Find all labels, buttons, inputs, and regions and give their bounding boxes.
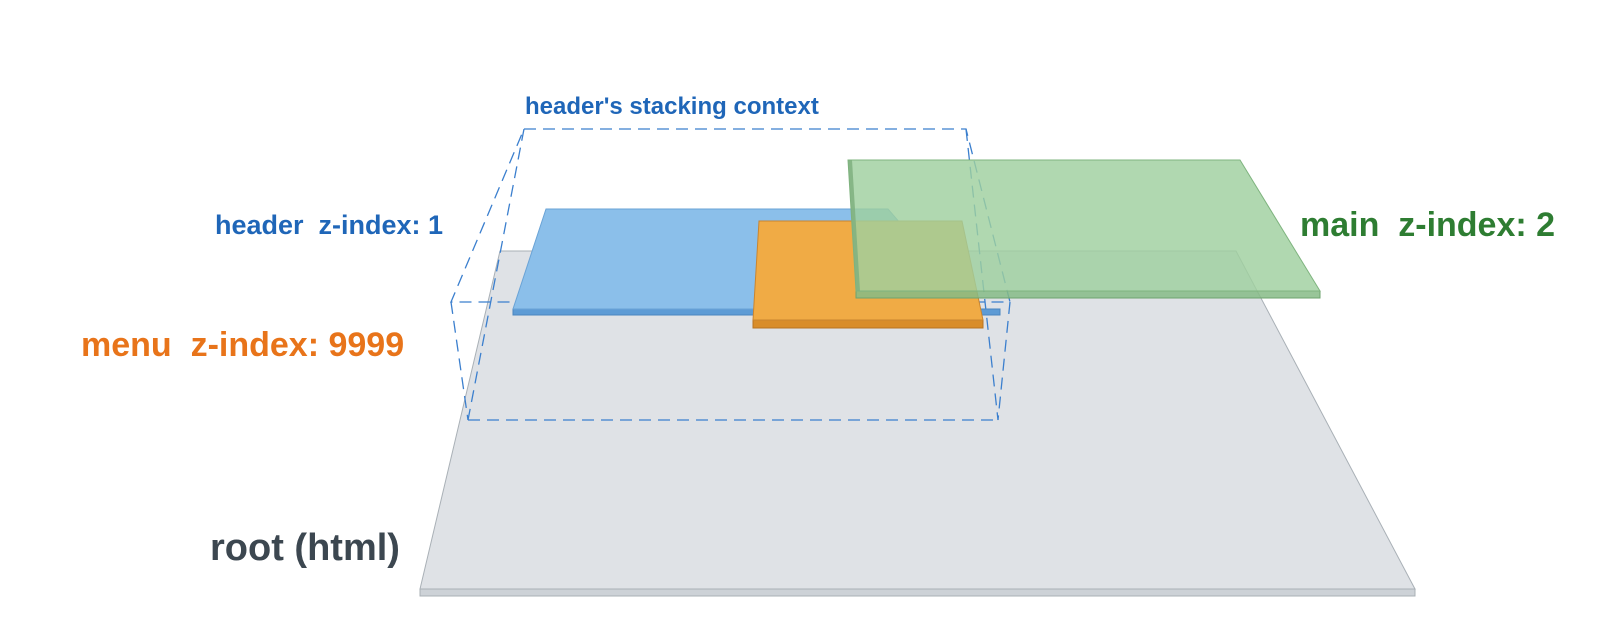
header-label: header z-index: 1 — [215, 210, 443, 240]
menu-label: menu z-index: 9999 — [81, 326, 404, 364]
stacking-context-label: header's stacking context — [525, 93, 819, 120]
stacking-context-box-front — [450, 301, 1011, 421]
root-plane-edge — [419, 588, 1416, 597]
menu-plane-edge — [752, 319, 984, 329]
root-label: root (html) — [210, 527, 400, 569]
main-label: main z-index: 2 — [1300, 206, 1555, 244]
root-plane — [419, 250, 1416, 597]
main-plane-left-edge — [848, 160, 860, 291]
main-plane-top — [847, 159, 1321, 292]
main-plane-edge — [855, 290, 1321, 299]
main-plane — [847, 159, 1321, 299]
